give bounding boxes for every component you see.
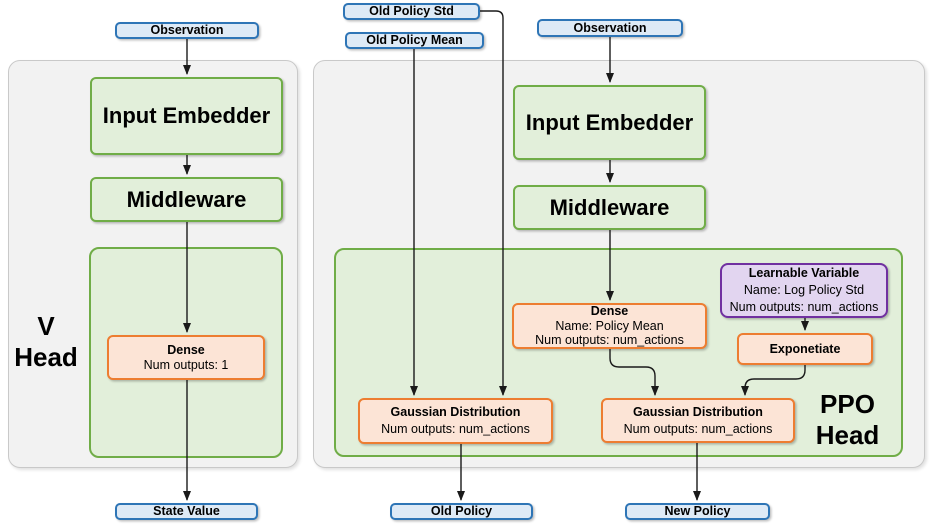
node-label: Old Policy Mean <box>366 33 463 47</box>
ppo-head-label-line2: Head <box>815 420 880 450</box>
node-label: State Value <box>153 504 220 518</box>
node-title: Exponetiate <box>769 341 841 356</box>
node-label: Observation <box>573 20 647 35</box>
node-subtitle: Num outputs: num_actions <box>381 422 530 436</box>
node-title: Learnable Variable <box>748 266 860 280</box>
node-title: Gaussian Distribution <box>390 405 521 419</box>
node-label: Old Policy Std <box>369 4 454 18</box>
node-label: New Policy <box>664 504 731 518</box>
ppo-head-label: PPO Head <box>800 389 895 451</box>
node-middleware-ppo: Middleware <box>513 185 706 230</box>
node-label: Old Policy <box>430 504 493 518</box>
node-state-value: State Value <box>115 503 258 520</box>
node-label: Middleware <box>549 194 670 220</box>
node-line2: Num outputs: num_actions <box>729 300 879 314</box>
v-head-label-line1: V <box>37 311 55 341</box>
node-learnable-variable: Learnable Variable Name: Log Policy Std … <box>720 263 888 318</box>
node-line1: Name: Log Policy Std <box>743 283 865 297</box>
node-dense-policy-mean: Dense Name: Policy Mean Num outputs: num… <box>512 303 707 349</box>
v-head-label: V Head <box>10 311 82 373</box>
node-input-embedder-v: Input Embedder <box>90 77 283 155</box>
node-line1: Name: Policy Mean <box>555 318 664 333</box>
node-title: Dense <box>590 304 629 319</box>
node-old-policy-mean: Old Policy Mean <box>345 32 484 49</box>
node-label: Observation <box>150 23 224 37</box>
node-input-embedder-ppo: Input Embedder <box>513 85 706 160</box>
ppo-head-label-line1: PPO <box>820 389 875 419</box>
node-old-policy-output: Old Policy <box>390 503 533 520</box>
node-label: Input Embedder <box>525 109 694 135</box>
node-gaussian-old: Gaussian Distribution Num outputs: num_a… <box>358 398 553 444</box>
node-middleware-v: Middleware <box>90 177 283 222</box>
v-head-label-line2: Head <box>14 342 78 372</box>
node-label: Input Embedder <box>102 103 271 128</box>
node-line2: Num outputs: num_actions <box>535 333 684 348</box>
node-label: Middleware <box>126 186 247 212</box>
node-subtitle: Num outputs: 1 <box>143 357 229 372</box>
node-old-policy-std: Old Policy Std <box>343 3 480 20</box>
node-gaussian-new: Gaussian Distribution Num outputs: num_a… <box>601 398 795 443</box>
node-observation-ppo: Observation <box>537 19 683 37</box>
node-title: Dense <box>167 342 205 357</box>
node-title: Gaussian Distribution <box>633 404 763 419</box>
node-new-policy-output: New Policy <box>625 503 770 520</box>
node-subtitle: Num outputs: num_actions <box>623 421 773 436</box>
node-exponetiate: Exponetiate <box>737 333 873 365</box>
node-observation-v: Observation <box>115 22 259 39</box>
node-dense-v: Dense Num outputs: 1 <box>107 335 265 380</box>
